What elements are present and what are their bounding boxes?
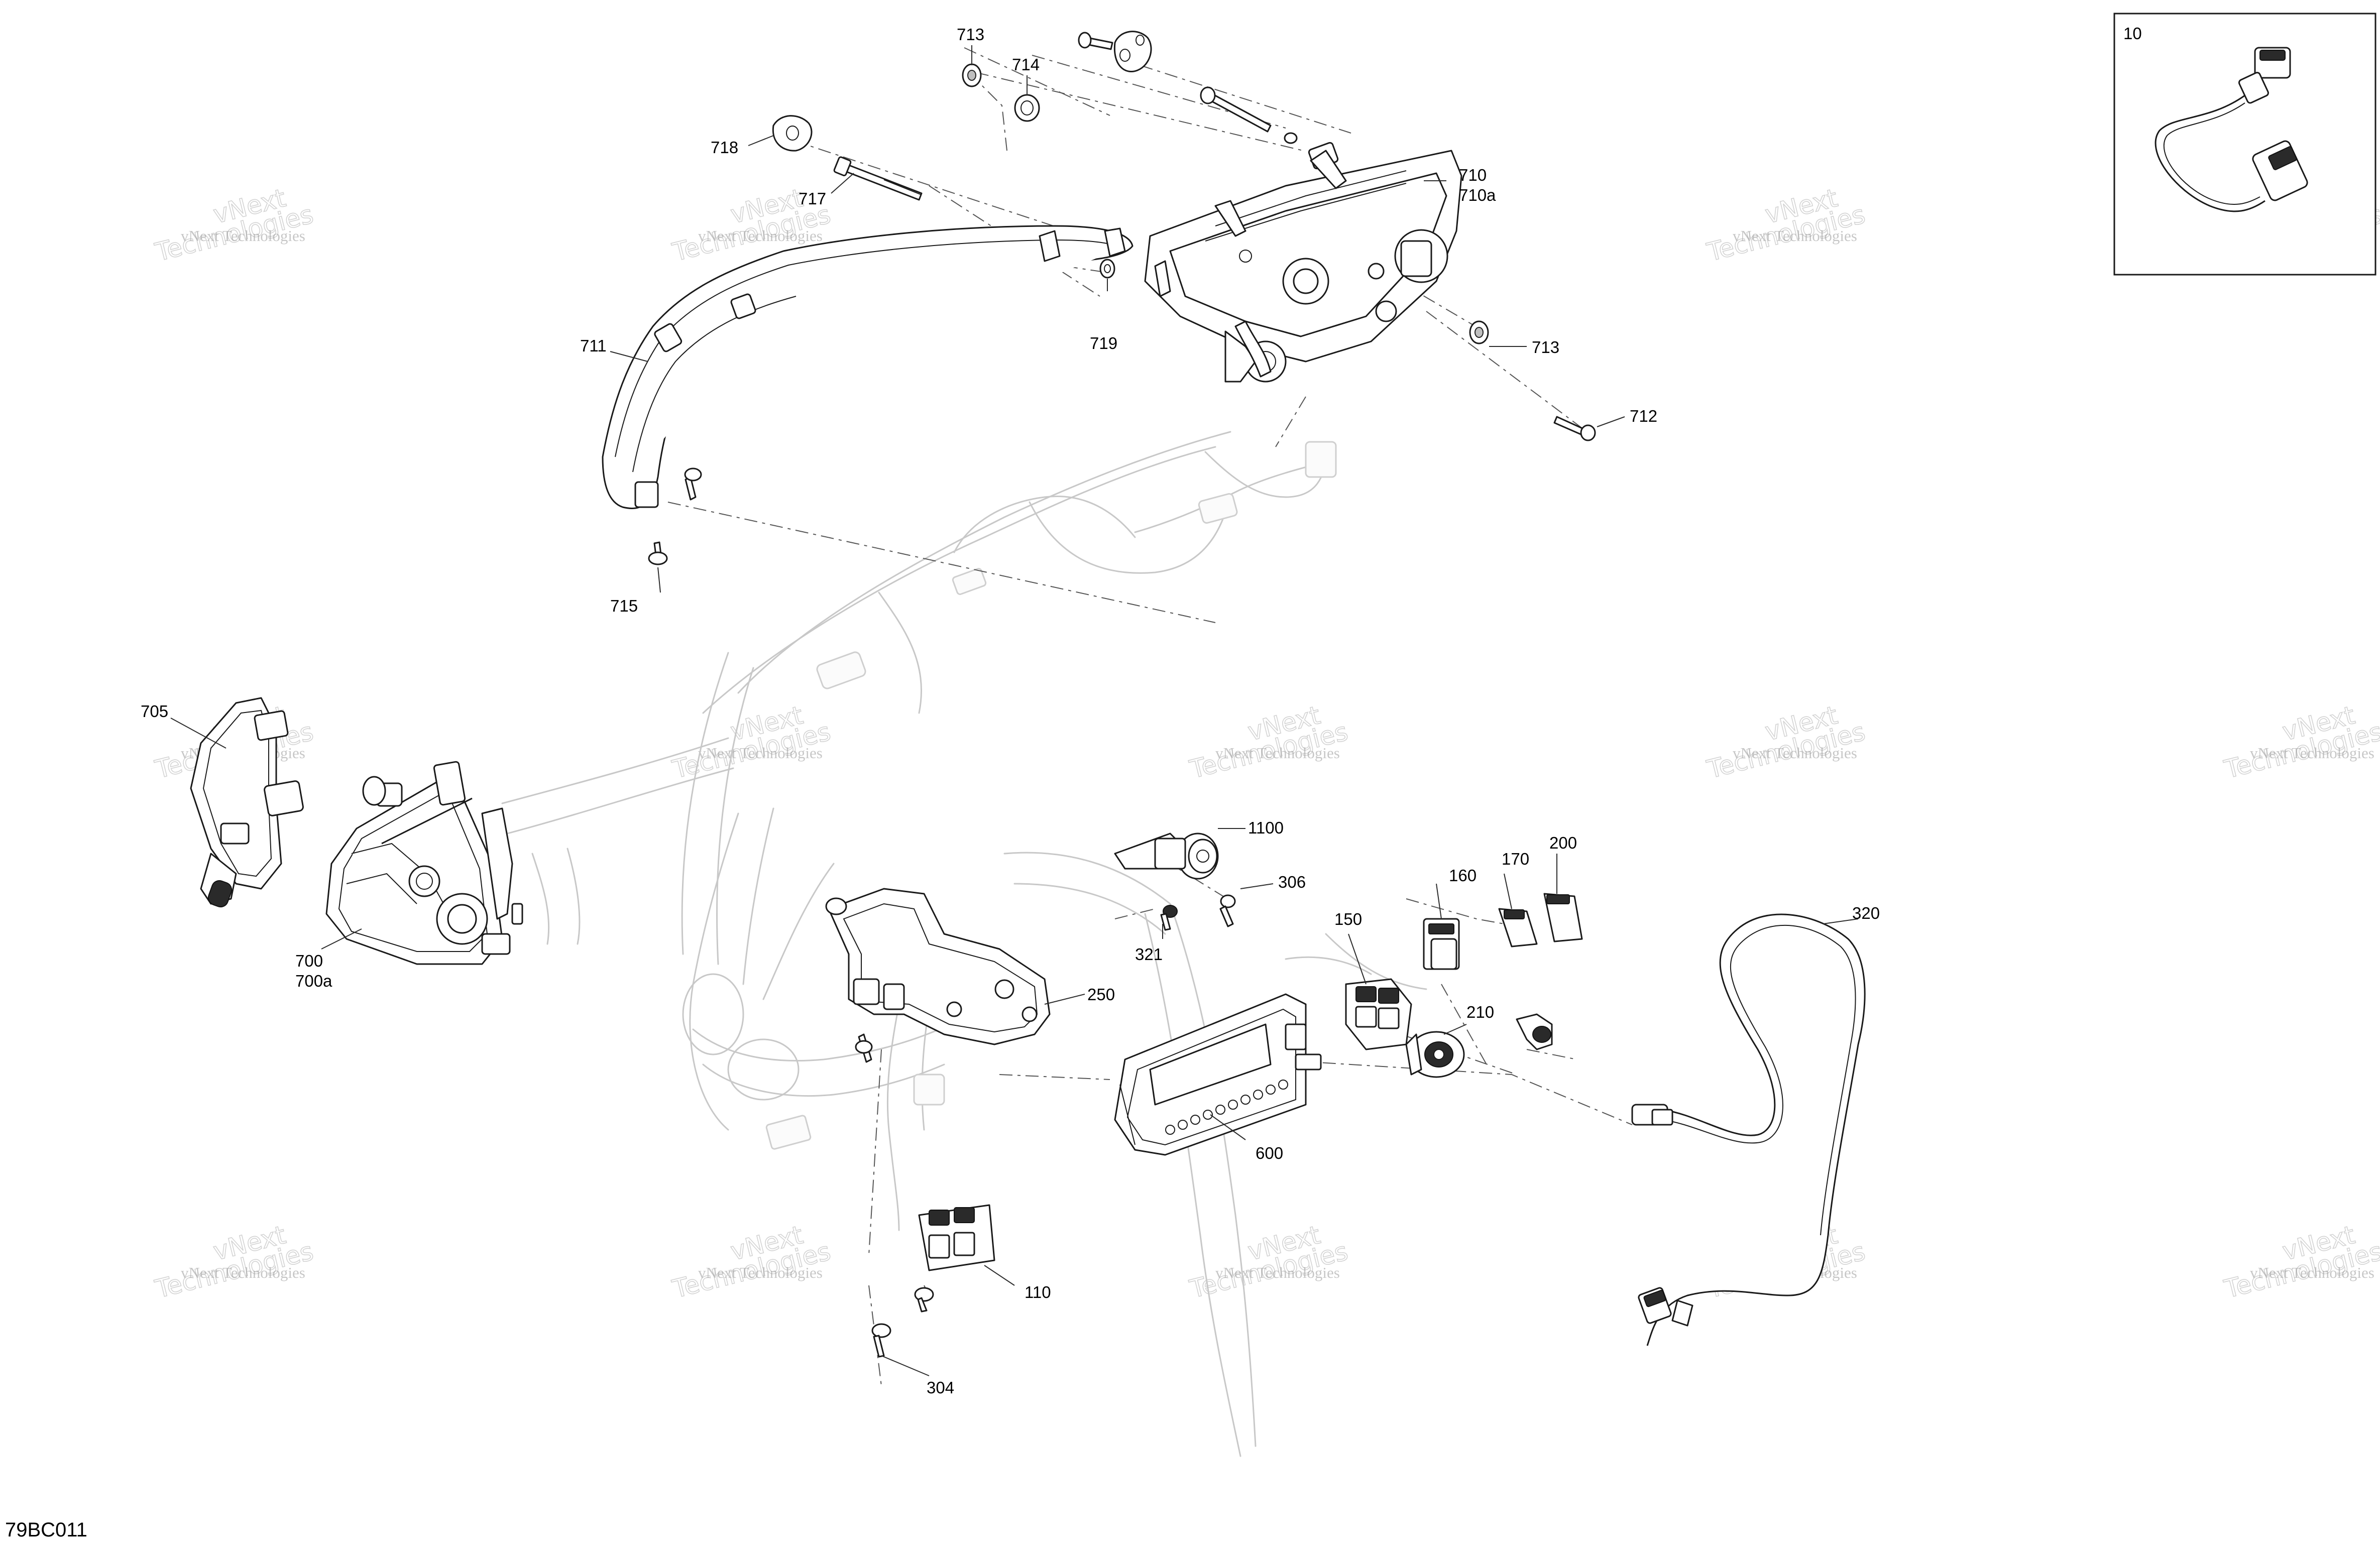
callout-150: 150 <box>1334 910 1362 928</box>
callout-321: 321 <box>1135 945 1163 964</box>
watermark-r1c1: vNext Technologies vNext Technologies <box>152 183 316 267</box>
callout-715: 715 <box>610 597 638 615</box>
callout-719: 719 <box>1090 334 1117 352</box>
power-outlet-1100 <box>1114 833 1219 880</box>
leader-lines <box>170 45 1859 1376</box>
watermark-r3c3: vNext Technologies vNext Technologies <box>1186 1220 1351 1304</box>
callout-inset-10: 10 <box>2123 24 2142 43</box>
svg-text:vNext Technologies: vNext Technologies <box>1215 744 1340 762</box>
callout-710a: 710a <box>1459 186 1496 204</box>
callout-711: 711 <box>580 336 607 355</box>
callout-717: 717 <box>799 189 826 208</box>
watermark-r3c2: vNext Technologies vNext Technologies <box>669 1220 834 1304</box>
screws-306-321 <box>1160 894 1236 931</box>
callout-713-right: 713 <box>1532 338 1559 357</box>
wiring-harness-320 <box>1631 913 1866 1346</box>
handlebar-switch-110 <box>914 1204 995 1313</box>
callout-210: 210 <box>1466 1003 1494 1021</box>
bracket-250 <box>825 888 1051 1063</box>
svg-text:vNext Technologies: vNext Technologies <box>1733 744 1857 762</box>
switch-cap-170 <box>1498 908 1538 947</box>
screw-304 <box>871 1323 891 1358</box>
watermark-r3c5: vNext Technologies vNext Technologies <box>2221 1220 2380 1304</box>
watermark-r2c5: vNext Technologies vNext Technologies <box>2221 700 2380 784</box>
watermark-r2c3: vNext Technologies vNext Technologies <box>1186 700 1351 784</box>
callout-710: 710 <box>1459 166 1487 184</box>
callout-170: 170 <box>1502 850 1529 868</box>
hardware-top <box>648 31 1596 565</box>
drawing-code: 79BC011 <box>5 1519 87 1541</box>
callout-250: 250 <box>1087 985 1115 1004</box>
svg-text:vNext Technologies: vNext Technologies <box>181 1264 305 1281</box>
callout-700: 700 <box>295 952 323 970</box>
top-light-housing-710 <box>1144 142 1462 383</box>
svg-text:vNext Technologies: vNext Technologies <box>2250 744 2374 762</box>
display-cluster-600 <box>1114 993 1322 1156</box>
callout-304: 304 <box>927 1378 954 1397</box>
callout-110: 110 <box>1025 1283 1051 1301</box>
callout-718: 718 <box>711 138 738 157</box>
switch-cap-200 <box>1543 893 1583 942</box>
ignition-switch-210 <box>1405 1013 1553 1078</box>
watermark-r2c4: vNext Technologies vNext Technologies <box>1704 700 1868 784</box>
display-buttons <box>1165 1080 1288 1135</box>
svg-text:vNext Technologies: vNext Technologies <box>698 227 823 245</box>
callout-200: 200 <box>1549 834 1577 852</box>
callout-705: 705 <box>141 702 168 721</box>
top-light-bracket-711 <box>602 225 1134 509</box>
watermark-r3c1: vNext Technologies vNext Technologies <box>152 1220 316 1304</box>
ghost-harness <box>501 431 1427 1457</box>
callout-714: 714 <box>1012 55 1040 74</box>
callout-700a: 700a <box>295 972 332 990</box>
left-headlight-705 <box>190 697 304 908</box>
callout-160: 160 <box>1449 866 1477 885</box>
inset-box-10: 10 <box>2113 13 2376 276</box>
svg-text:vNext Technologies: vNext Technologies <box>1215 1264 1340 1281</box>
callout-306: 306 <box>1278 873 1306 891</box>
left-headlight-700 <box>325 761 523 965</box>
callout-320: 320 <box>1852 904 1880 922</box>
switch-panel-150 <box>1345 978 1412 1050</box>
watermark-r2c2: vNext Technologies vNext Technologies <box>669 700 834 784</box>
callout-1100: 1100 <box>1248 818 1284 837</box>
callout-600: 600 <box>1256 1144 1283 1162</box>
svg-text:vNext Technologies: vNext Technologies <box>698 744 823 762</box>
svg-text:vNext Technologies: vNext Technologies <box>698 1264 823 1281</box>
svg-text:vNext Technologies: vNext Technologies <box>2250 1264 2374 1281</box>
svg-text:vNext Technologies: vNext Technologies <box>181 227 305 245</box>
watermark-r1c4: vNext Technologies vNext Technologies <box>1704 183 1868 267</box>
switch-cap-160 <box>1423 918 1460 970</box>
svg-text:vNext Technologies: vNext Technologies <box>1733 227 1857 245</box>
callout-labels: 713 714 718 717 710 710a 711 719 713 712… <box>141 25 1880 1397</box>
callout-712: 712 <box>1630 407 1657 425</box>
callout-713-top: 713 <box>957 25 984 44</box>
